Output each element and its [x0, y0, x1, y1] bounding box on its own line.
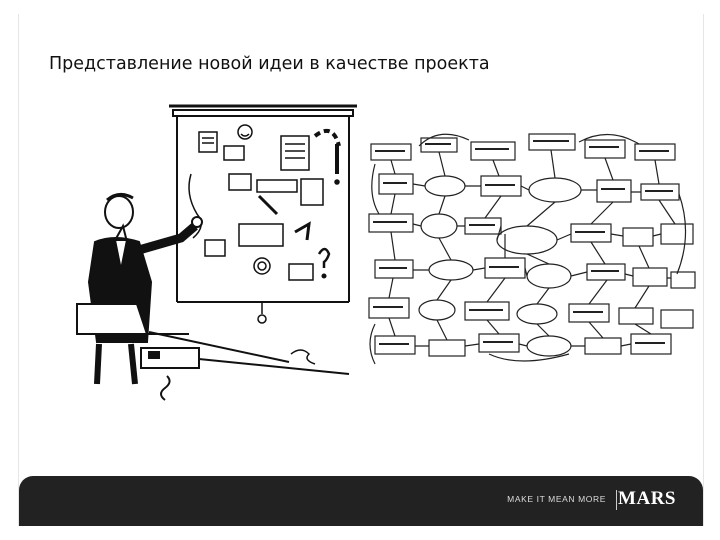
complex-project-diagram	[368, 133, 696, 365]
illustration	[76, 104, 696, 401]
desk	[76, 303, 350, 401]
presenter	[87, 193, 203, 385]
footer-bar: MAKE IT MEAN MORE MARS	[19, 476, 703, 526]
screen-diagram	[188, 124, 341, 281]
slide-title: Представление новой идеи в качестве прое…	[49, 54, 490, 74]
slide: Представление новой идеи в качестве прое…	[18, 14, 704, 526]
footer-tagline: MAKE IT MEAN MORE	[507, 494, 606, 504]
projection-screen	[169, 104, 357, 324]
diagram-scribble-text	[373, 140, 673, 345]
brand-logo: MARS	[618, 488, 676, 509]
footer-separator	[616, 490, 617, 510]
